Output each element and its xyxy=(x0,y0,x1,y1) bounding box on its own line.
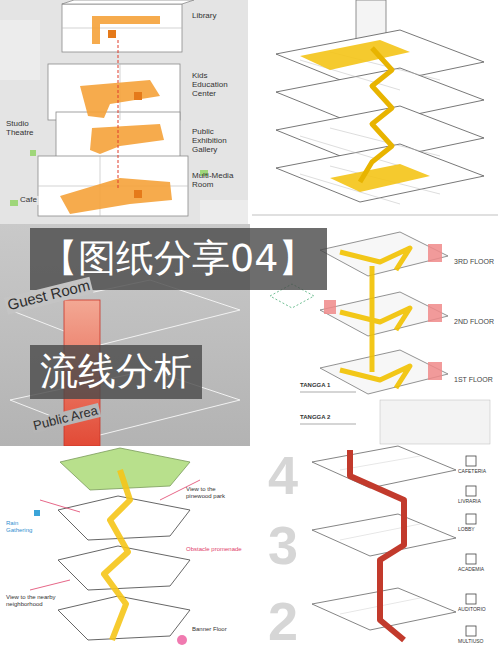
title-banner: 流线分析 xyxy=(30,345,202,399)
floor-number: 2 xyxy=(268,592,298,651)
drawing-label: 3RD FLOOR xyxy=(454,258,494,266)
floor-number: 4 xyxy=(268,446,298,505)
promenade-axonometric xyxy=(0,446,250,653)
drawing-label: 2ND FLOOR xyxy=(454,318,494,326)
banner-text: 【图纸分享04】 xyxy=(40,236,317,282)
library-axonometric xyxy=(250,446,500,653)
drawing-label: Rain Gathering xyxy=(6,520,36,533)
drawing-label: AUDITORIO xyxy=(458,607,486,613)
drawing-label: LIVRARIA xyxy=(458,499,481,505)
cultural-center-axonometric xyxy=(0,0,248,224)
drawing-label: Obstacle promenade xyxy=(186,546,242,553)
drawing-label: Studio Theatre xyxy=(6,120,50,138)
banner-text: 流线分析 xyxy=(40,349,192,395)
drawing-label: Public Area xyxy=(30,403,101,434)
drawing-label: ACADEMIA xyxy=(458,567,484,573)
drawing-label: Multi-Media Room xyxy=(192,172,244,190)
floor-number: 3 xyxy=(268,516,298,575)
drawing-label: View to the pinewood park xyxy=(186,486,242,499)
drawing-label: Banner Floor xyxy=(192,626,227,633)
drawing-label: CAFETERIA xyxy=(458,469,486,475)
drawing-label: TANGGA 2 xyxy=(300,414,330,421)
drawing-label: Kids Education Center xyxy=(192,72,244,98)
drawing-label: MULTIUSO xyxy=(458,639,483,645)
drawing-label: Library xyxy=(192,12,216,21)
drawing-label: Cafe xyxy=(18,196,39,205)
drawing-label: Public Exhibition Gallery xyxy=(192,128,246,154)
tower-axonometric xyxy=(250,0,500,224)
drawing-label: View to the nearby neighborhood xyxy=(6,594,56,607)
drawing-label: 1ST FLOOR xyxy=(454,376,493,384)
drawing-label: LOBBY xyxy=(458,527,475,533)
drawing-label: TANGGA 1 xyxy=(300,382,330,389)
